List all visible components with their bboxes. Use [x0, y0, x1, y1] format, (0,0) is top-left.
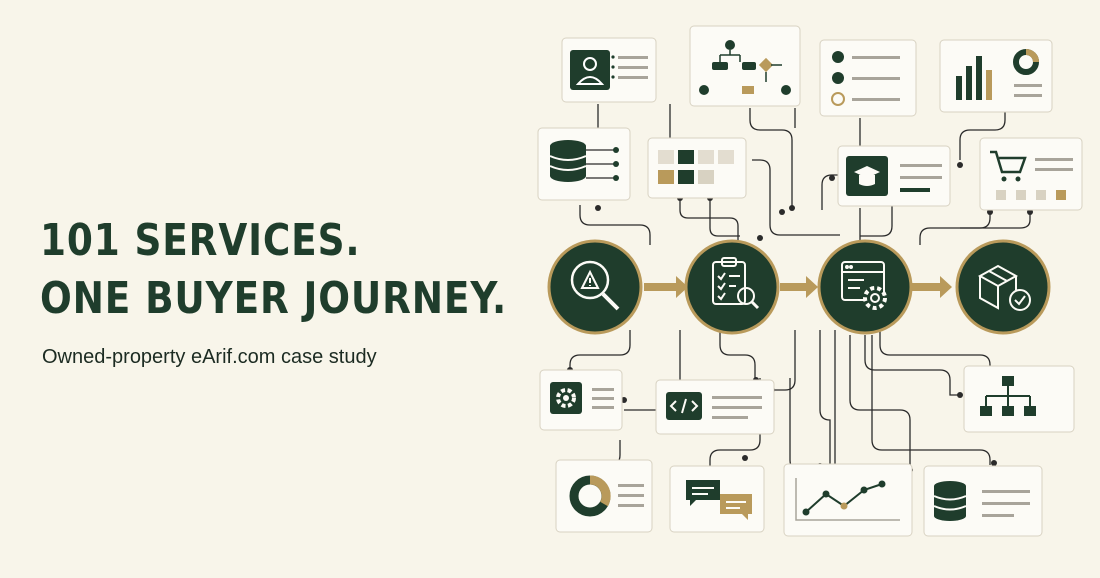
analytics-chart-icon: [956, 49, 1042, 100]
service-card-database-2: [923, 465, 1043, 537]
service-card-org-chart: [963, 365, 1075, 433]
headline-line-1: 101 SERVICES.: [40, 215, 361, 266]
journey-step-1: [547, 239, 643, 335]
subtitle: Owned-property eArif.com case study: [42, 346, 377, 368]
service-card-grid-tiles: [647, 137, 747, 199]
service-card-analytics: [939, 39, 1053, 113]
graduation-cap-icon: [846, 156, 942, 196]
search-alert-icon: [570, 260, 620, 311]
database-icon: [933, 481, 1030, 521]
journey-step-2: [684, 239, 780, 335]
grid-tiles-icon: [658, 150, 734, 184]
code-icon: [666, 392, 762, 420]
settings-gear-icon: [550, 382, 614, 414]
org-chart-icon: [980, 376, 1036, 416]
service-card-settings: [539, 369, 623, 431]
service-card-line-chart: [783, 463, 913, 537]
service-card-code: [655, 379, 775, 435]
line-chart-icon: [795, 478, 900, 521]
package-check-icon: [977, 264, 1031, 311]
service-card-user-profile: [561, 37, 657, 103]
checklist-icon: [831, 51, 900, 106]
headline-line-2: ONE BUYER JOURNEY.: [40, 273, 508, 324]
journey-arrows: [644, 276, 952, 298]
donut-chart-icon: [569, 475, 644, 517]
journey-step-3: [817, 239, 913, 335]
user-profile-icon: [570, 50, 648, 90]
service-card-chat: [669, 465, 765, 533]
shopping-cart-icon: [990, 150, 1073, 200]
service-card-donut: [555, 459, 653, 533]
hero-section: 101 SERVICES. ONE BUYER JOURNEY. Owned-p…: [40, 212, 560, 369]
services-network-diagram: [537, 25, 1083, 537]
journey-step-4: [955, 239, 1051, 335]
service-card-cart: [979, 137, 1083, 211]
service-card-database: [537, 127, 631, 201]
service-card-checklist: [819, 39, 917, 117]
database-icon: [549, 140, 619, 182]
browser-gear-icon: [841, 261, 887, 310]
workflow-icon: [699, 40, 791, 95]
service-card-education: [837, 145, 951, 207]
service-card-workflow: [689, 25, 801, 107]
clipboard-checklist-icon: [712, 257, 760, 310]
connector-lines: [569, 104, 1031, 475]
chat-bubbles-icon: [686, 480, 752, 520]
